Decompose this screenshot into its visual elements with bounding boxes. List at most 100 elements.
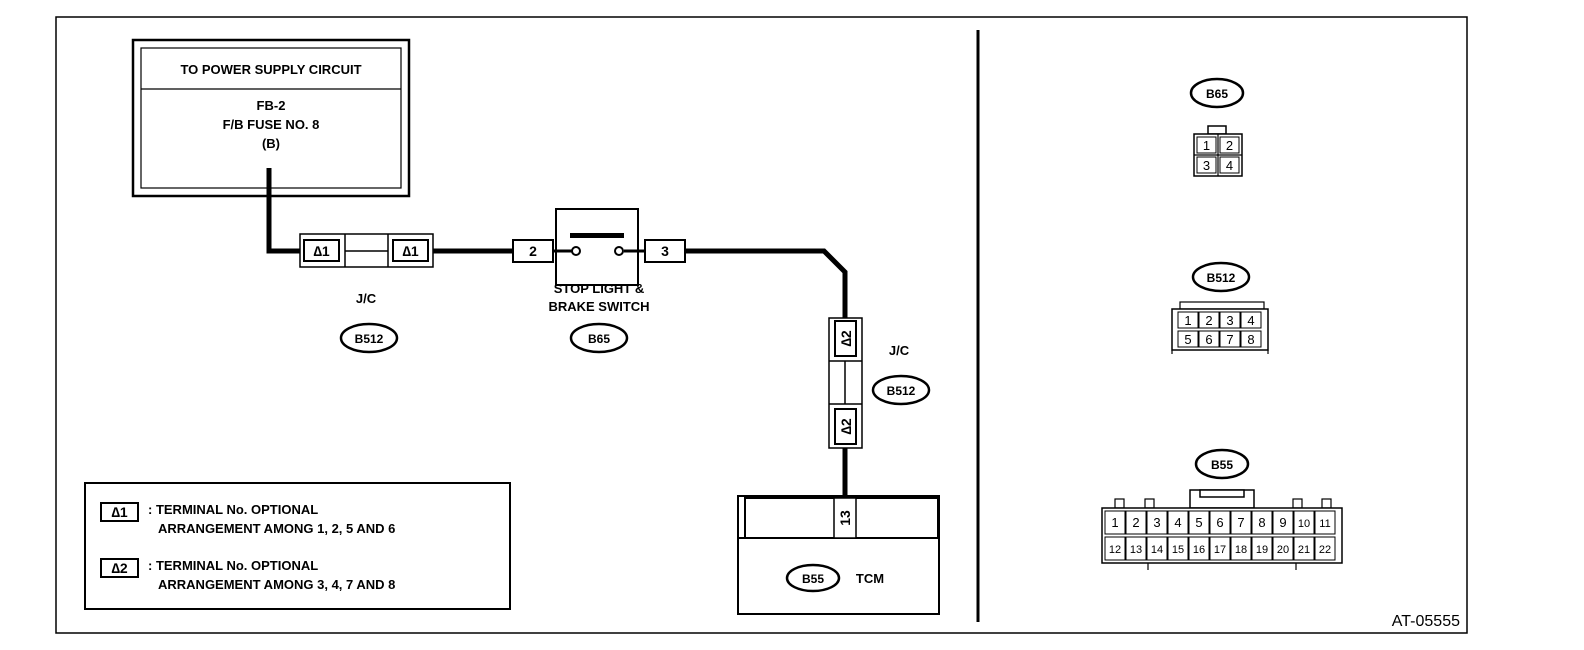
- legend-item-2-line2: ARRANGEMENT AMONG 3, 4, 7 AND 8: [158, 577, 395, 592]
- b55-row1-pin-10-cell: [1293, 510, 1315, 535]
- b55-row1-pin-1: 1: [1111, 515, 1118, 530]
- b55-row1-pin-4-cell: [1167, 510, 1189, 535]
- legend-item-2-line1: : TERMINAL No. OPTIONAL: [148, 558, 318, 573]
- b55-row2-pin-3-cell: [1146, 536, 1168, 561]
- jc-right-connector-id: B512: [887, 384, 916, 398]
- b512-pin-1: 1: [1184, 313, 1191, 328]
- b55-row2-pin-7: 18: [1235, 544, 1247, 556]
- b55-row1-pin-1-cell: [1104, 510, 1126, 535]
- wire-switch-to-jc: [684, 248, 848, 318]
- b55-row2-pin-6-cell: [1209, 536, 1231, 561]
- b65-pin-4: 4: [1226, 158, 1233, 173]
- b55-row2-pin-4: 15: [1172, 544, 1184, 556]
- b512-pin-7: 7: [1226, 332, 1233, 347]
- tcm-connector-badge: [785, 563, 841, 593]
- b55-row2-pin-10-cell: [1293, 536, 1315, 561]
- b55-row1-pin-3-cell: [1146, 510, 1168, 535]
- b55-row2-pin-9: 20: [1277, 544, 1289, 556]
- switch-label-line1: STOP LIGHT &: [554, 281, 645, 296]
- b55-row1-pin-8-cell: [1251, 510, 1273, 535]
- b55-row1-pin-6-cell: [1209, 510, 1231, 535]
- b55-row1-pin-5-cell: [1188, 510, 1210, 535]
- jc-right-label: J/C: [889, 343, 910, 358]
- switch-contact-left: [571, 246, 581, 256]
- b65-pin-2: 2: [1226, 138, 1233, 153]
- jc-right-terminal-a: ∆2: [838, 330, 854, 347]
- b55-row2-pin-2-cell: [1125, 536, 1147, 561]
- b55-row2-pin-8-cell: [1251, 536, 1273, 561]
- jc-left-connector-id: B512: [355, 332, 384, 346]
- jc-left-connector-badge: [339, 322, 399, 354]
- switch-pin-in: 2: [529, 243, 537, 259]
- b55-row1-pin-11: 11: [1319, 518, 1330, 530]
- switch-connector-badge: [569, 322, 629, 354]
- b55-row2-pin-4-cell: [1167, 536, 1189, 561]
- b512-pin-2: 2: [1205, 313, 1212, 328]
- legend-key-box-1: [100, 502, 139, 522]
- jc-left-terminal-a: ∆1: [313, 243, 330, 259]
- wire-power-to-jc: [266, 168, 300, 254]
- b55-row1-pin-7-cell: [1230, 510, 1252, 535]
- power-box-line3: (B): [262, 136, 280, 151]
- jc-right-terminal-b: ∆2: [838, 418, 854, 435]
- b512-pin-3: 3: [1226, 313, 1233, 328]
- b55-row1-pin-5: 5: [1195, 515, 1202, 530]
- b55-row1-pin-10: 10: [1298, 518, 1310, 530]
- b55-row2-pin-2: 13: [1130, 544, 1142, 556]
- diagram-frame: [55, 16, 1468, 634]
- tcm-connector-id: B55: [802, 572, 824, 586]
- switch-connector-id: B65: [588, 332, 610, 346]
- legend-key-2: ∆2: [111, 560, 128, 576]
- jc-left-label: J/C: [356, 291, 377, 306]
- b55-row2-pin-3: 14: [1151, 544, 1163, 556]
- connector-view-b512: B512 1 2 3 4 5 6 7 8: [1171, 261, 1269, 354]
- jc-right: ∆2 ∆2 J/C B512: [828, 317, 931, 449]
- b55-row2-pin-6: 17: [1214, 544, 1226, 556]
- b512-pin-8: 8: [1247, 332, 1254, 347]
- b65-pin-3: 3: [1203, 158, 1210, 173]
- document-reference: AT-05555: [1392, 613, 1460, 630]
- b55-row2-pin-10: 21: [1298, 544, 1310, 556]
- switch-pin-out: 3: [661, 243, 669, 259]
- b55-row2-pin-11-cell: [1314, 536, 1336, 561]
- b65-view-title: B65: [1206, 87, 1228, 101]
- b55-row1-pin-8: 8: [1258, 515, 1265, 530]
- b512-pin-4: 4: [1247, 313, 1254, 328]
- switch-actuator-bar: [570, 233, 624, 238]
- b55-row2-pin-1: 12: [1109, 544, 1121, 556]
- b55-view-title: B55: [1211, 458, 1233, 472]
- b512-pin-5: 5: [1184, 332, 1191, 347]
- b55-row1-pin-2-cell: [1125, 510, 1147, 535]
- b55-row1-pin-9: 9: [1279, 515, 1286, 530]
- b55-row2-pin-1-cell: [1104, 536, 1126, 561]
- b55-row2-pin-11: 22: [1319, 544, 1331, 556]
- switch-contact-right: [614, 246, 624, 256]
- b55-row2-pin-7-cell: [1230, 536, 1252, 561]
- tcm-label: TCM: [856, 571, 884, 586]
- legend-key-1: ∆1: [111, 504, 128, 520]
- connector-view-b65: B65 1 2 3 4: [1189, 77, 1245, 177]
- wires: [266, 168, 848, 498]
- jc-left: ∆1 ∆1 J/C B512: [299, 233, 434, 354]
- b65-pin-1: 1: [1203, 138, 1210, 153]
- b55-row1-pin-4: 4: [1174, 515, 1181, 530]
- jc-left-terminal-b: ∆1: [402, 243, 419, 259]
- b55-row2-pin-5-cell: [1188, 536, 1210, 561]
- power-box-title: TO POWER SUPPLY CIRCUIT: [180, 62, 361, 77]
- b55-row1-pin-3: 3: [1153, 515, 1160, 530]
- b512-pin-6: 6: [1205, 332, 1212, 347]
- b55-row1-pin-7: 7: [1237, 515, 1244, 530]
- power-box-line1: FB-2: [257, 98, 286, 113]
- b55-row1-pin-2: 2: [1132, 515, 1139, 530]
- b512-view-title: B512: [1207, 271, 1236, 285]
- b55-row2-pin-9-cell: [1272, 536, 1294, 561]
- switch-label-line2: BRAKE SWITCH: [548, 299, 649, 314]
- b55-row1-pin-11-cell: [1314, 510, 1336, 535]
- tcm-pin: 13: [837, 510, 853, 526]
- legend-item-1-line1: : TERMINAL No. OPTIONAL: [148, 502, 318, 517]
- b55-row1-pin-6: 6: [1216, 515, 1223, 530]
